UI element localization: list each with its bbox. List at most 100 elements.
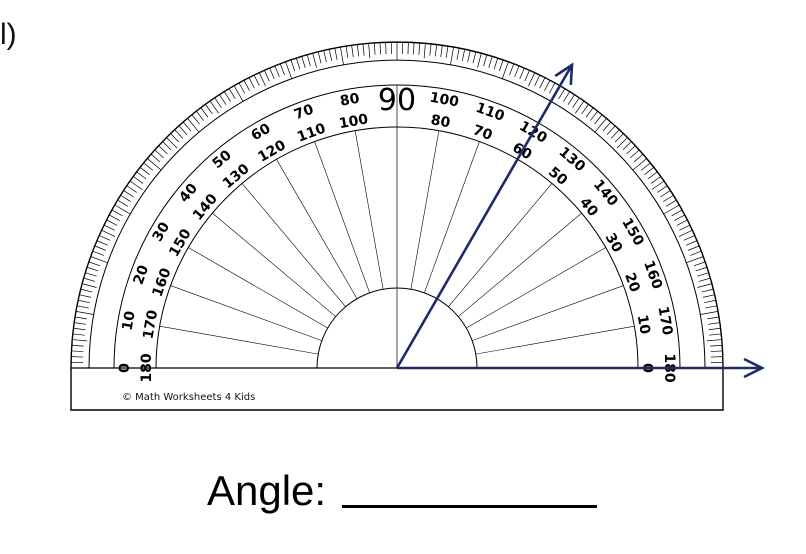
tick-mark bbox=[174, 129, 184, 139]
tick-mark bbox=[94, 245, 106, 251]
tick-mark bbox=[258, 72, 266, 87]
tick-mark bbox=[657, 185, 668, 193]
tick-mark bbox=[581, 104, 589, 115]
tick-mark bbox=[688, 245, 700, 251]
tick-mark bbox=[103, 224, 115, 231]
tick-mark bbox=[187, 118, 200, 133]
tick-mark bbox=[690, 250, 702, 256]
tick-mark bbox=[695, 266, 708, 272]
tick-mark bbox=[685, 240, 698, 246]
tick-mark bbox=[136, 171, 147, 180]
tick-mark bbox=[301, 56, 306, 68]
tick-mark bbox=[368, 43, 371, 59]
tick-mark bbox=[219, 94, 227, 105]
tick-mark bbox=[373, 42, 376, 55]
tick-mark bbox=[76, 305, 89, 309]
tick-mark bbox=[548, 82, 556, 94]
tick-mark bbox=[650, 176, 661, 184]
tick-mark bbox=[663, 204, 680, 215]
answer-label: Angle: bbox=[207, 467, 327, 514]
tick-mark bbox=[697, 272, 709, 277]
tick-mark bbox=[75, 311, 94, 315]
tick-mark bbox=[71, 344, 84, 347]
copyright-text: © Math Worksheets 4 Kids bbox=[122, 392, 255, 403]
tick-mark bbox=[708, 327, 721, 331]
tick-mark bbox=[514, 65, 520, 77]
tick-mark bbox=[633, 153, 644, 163]
tick-mark bbox=[228, 88, 236, 100]
tick-mark bbox=[440, 45, 443, 58]
tick-mark bbox=[379, 42, 381, 55]
inner-scale-label: 20 bbox=[621, 271, 643, 295]
protractor-tick-marks bbox=[71, 42, 723, 369]
tick-mark bbox=[351, 45, 354, 58]
protractor-spoke bbox=[475, 325, 635, 355]
tick-mark bbox=[697, 283, 712, 288]
tick-mark bbox=[214, 97, 222, 108]
tick-mark bbox=[290, 59, 296, 72]
protractor-spoke bbox=[170, 285, 322, 341]
tick-mark bbox=[111, 209, 123, 217]
tick-mark bbox=[92, 250, 104, 256]
tick-mark bbox=[563, 91, 571, 102]
tick-mark bbox=[120, 194, 131, 202]
protractor-spoke bbox=[188, 247, 328, 329]
tick-mark bbox=[493, 57, 499, 70]
tick-mark bbox=[630, 149, 640, 159]
tick-mark bbox=[610, 129, 620, 139]
tick-mark bbox=[285, 61, 292, 79]
inner-scale-label: 100 bbox=[338, 111, 370, 132]
tick-mark bbox=[616, 137, 628, 149]
protractor-spoke bbox=[466, 247, 606, 329]
tick-mark bbox=[429, 43, 432, 56]
tick-mark bbox=[72, 339, 88, 342]
tick-mark bbox=[423, 43, 426, 59]
tick-mark bbox=[306, 54, 311, 67]
tick-mark bbox=[572, 97, 580, 108]
tick-mark bbox=[567, 94, 575, 105]
answer-area: Angle: bbox=[207, 467, 598, 514]
arrowhead-icon bbox=[554, 62, 574, 86]
inner-scale-label: 80 bbox=[429, 112, 451, 131]
tick-mark bbox=[594, 118, 607, 133]
tick-mark bbox=[126, 185, 137, 193]
tick-mark bbox=[191, 114, 200, 125]
tick-mark bbox=[82, 283, 97, 288]
tick-mark bbox=[676, 219, 688, 226]
tick-mark bbox=[88, 261, 101, 267]
tick-mark bbox=[698, 277, 711, 282]
tick-mark bbox=[150, 153, 161, 163]
tick-mark bbox=[614, 133, 624, 143]
tick-mark bbox=[274, 65, 280, 77]
protractor-spoke bbox=[424, 141, 480, 293]
protractor-spoke bbox=[241, 183, 346, 307]
tick-mark bbox=[467, 50, 471, 63]
tick-mark bbox=[705, 305, 718, 309]
tick-mark bbox=[434, 44, 438, 57]
outer-scale-label: 170 bbox=[654, 305, 675, 337]
tick-mark bbox=[158, 145, 168, 155]
tick-mark bbox=[99, 235, 111, 241]
outer-scale-label: 0 bbox=[117, 363, 133, 373]
tick-mark bbox=[456, 47, 460, 60]
tick-mark bbox=[660, 190, 671, 198]
tick-mark bbox=[317, 51, 322, 64]
tick-mark bbox=[686, 256, 704, 263]
tick-mark bbox=[233, 85, 244, 102]
answer-blank-line[interactable] bbox=[342, 505, 598, 508]
protractor-spoke bbox=[448, 183, 553, 307]
tick-mark bbox=[74, 316, 87, 320]
tick-mark bbox=[106, 219, 118, 226]
inner-scale-label: 10 bbox=[634, 314, 653, 336]
tick-mark bbox=[663, 194, 674, 202]
tick-mark bbox=[704, 299, 716, 304]
tick-mark bbox=[509, 63, 515, 75]
tick-mark bbox=[539, 77, 546, 89]
outer-scale-label: 100 bbox=[428, 90, 460, 111]
tick-mark bbox=[706, 339, 722, 342]
outer-scale-label: 70 bbox=[292, 101, 316, 123]
tick-mark bbox=[101, 229, 116, 237]
tick-mark bbox=[123, 190, 134, 198]
outer-scale-label: 10 bbox=[120, 310, 139, 332]
